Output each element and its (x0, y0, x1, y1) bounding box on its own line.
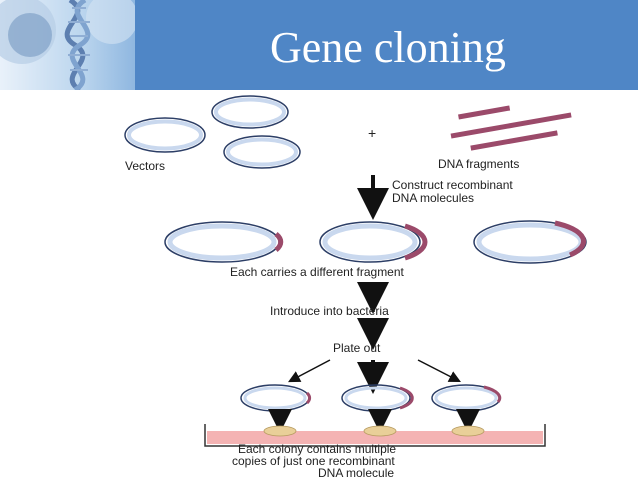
recombinant-plasmid-inner (476, 222, 584, 262)
recombinant-plasmid-inner (322, 223, 418, 261)
arrow-left (288, 359, 331, 383)
fragment-insert (399, 386, 414, 410)
colony (363, 425, 397, 437)
vector-plasmid (124, 117, 206, 153)
dna-fragment (458, 105, 511, 120)
vector-plasmid (223, 135, 301, 169)
colony (451, 425, 485, 437)
vector-plasmid-inner (226, 137, 298, 167)
result-line2: copies of just one recombinant (232, 454, 395, 468)
dna-fragment (470, 130, 558, 151)
dna-helix-icon (0, 0, 135, 90)
petri-plate (204, 424, 546, 447)
bacterial-plasmid-inner (434, 386, 498, 410)
step-each-carries: Each carries a different fragment (230, 265, 405, 279)
recombinant-plasmid (319, 221, 421, 263)
step-plate-out: Plate out (333, 341, 381, 355)
recombinant-plasmids (164, 220, 587, 264)
vector-plasmid (211, 95, 289, 129)
bacterial-plasmid-inner (344, 386, 408, 410)
vector-plasmid-inner (214, 97, 286, 127)
dna-fragments-label: DNA fragments (438, 157, 519, 171)
slide-title: Gene cloning (270, 23, 506, 72)
step-introduce-bacteria: Introduce into bacteria (270, 304, 389, 318)
fragment-insert (305, 391, 312, 405)
vector-plasmid-inner (127, 119, 203, 151)
arrow-right (417, 359, 462, 383)
fragment-insert (483, 385, 502, 403)
fragment-insert (554, 220, 586, 258)
dna-banner-image (0, 0, 135, 90)
result-line1: Each colony contains multiple (238, 442, 396, 456)
recombinant-plasmid-inner (167, 223, 277, 261)
dna-fragments (450, 105, 572, 151)
step-construct-line2: DNA molecules (392, 191, 474, 205)
colony (263, 425, 297, 437)
fragment-insert (404, 223, 428, 261)
result-line3: DNA molecule (318, 466, 394, 478)
dna-fragment (450, 112, 572, 139)
vector-plasmids (124, 95, 301, 169)
plate-dish (204, 424, 546, 447)
bacterial-plasmid-inner (243, 386, 307, 410)
plus-sign: + (368, 125, 376, 141)
gene-cloning-diagram: Vectors + DNA fragments Construct recomb… (124, 95, 587, 478)
vectors-label: Vectors (125, 159, 165, 173)
title-bar: Gene cloning (0, 0, 638, 90)
step-construct-line1: Construct recombinant (392, 178, 513, 192)
bacterial-plasmids (240, 384, 502, 412)
fragment-insert (274, 232, 284, 252)
